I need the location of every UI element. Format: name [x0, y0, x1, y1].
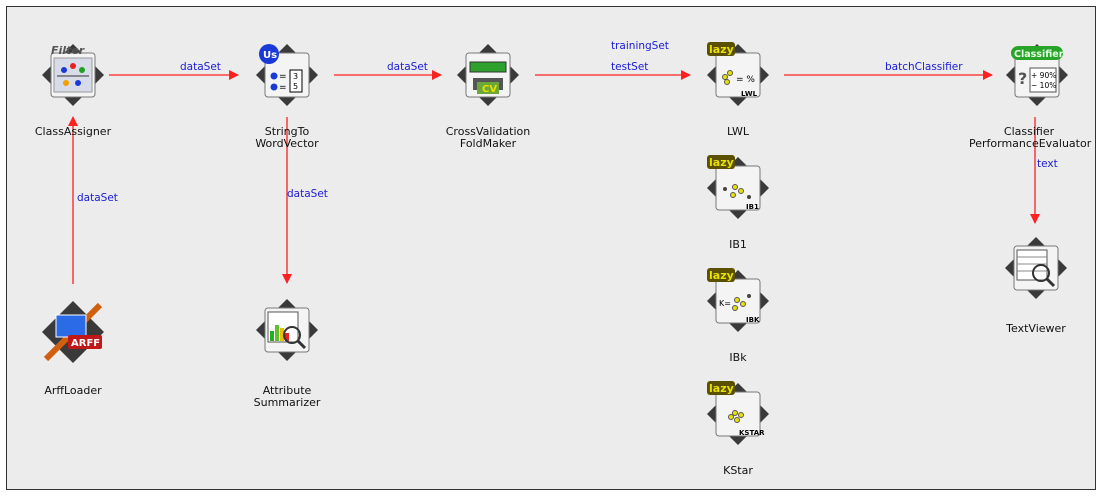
node-label-ib1: IB1: [729, 238, 747, 251]
connection-layer: [68, 70, 1040, 284]
cross-validation-icon: CV: [457, 44, 519, 106]
connection-label-dataset: dataSet: [180, 61, 221, 73]
lazy-badge: lazy: [709, 382, 734, 395]
arff-badge: ARFF: [71, 338, 100, 349]
arff-loader-icon: ARFF: [42, 301, 104, 363]
lazy-badge: lazy: [709, 269, 734, 282]
ib1-node[interactable]: lazy IB1: [703, 153, 773, 223]
classassigner-node[interactable]: Filter: [38, 40, 108, 110]
lwl-tag: LWL: [741, 90, 758, 98]
ib1-tag: IB1: [746, 203, 759, 211]
flow-canvas[interactable]: dataSet dataSet trainingSet testSet batc…: [6, 6, 1096, 490]
node-label-ibk: IBk: [729, 351, 747, 364]
node-label-kstar: KStar: [723, 464, 753, 477]
filter-icon: Filter: [42, 44, 104, 106]
kstar-tag: KSTAR: [739, 429, 765, 437]
classifier-badge: Classifier: [1014, 49, 1064, 60]
unsupervised-filter-icon: = = 35 Us: [256, 44, 318, 106]
node-label-line1: Classifier: [1003, 125, 1055, 138]
attribute-summarizer-icon: [256, 299, 318, 361]
node-label-line2: Summarizer: [253, 396, 321, 409]
connection-label-testset: testSet: [611, 61, 649, 73]
lazy-classifier-icon: = % lazy LWL: [707, 42, 769, 106]
attributesummarizer-node[interactable]: [252, 295, 322, 365]
textviewer-node[interactable]: [1001, 233, 1071, 303]
connection-label-dataset: dataSet: [77, 192, 118, 204]
node-label-attributesummarizer: Attribute Summarizer: [227, 385, 347, 409]
lazy-classifier-icon: lazy KSTAR: [707, 381, 769, 445]
lazy-classifier-icon: K= lazy IBK: [707, 268, 769, 332]
classifierperformanceevaluator-node[interactable]: ? + 90% − 10% Classifier: [1002, 40, 1072, 110]
lazy-badge: lazy: [709, 43, 734, 56]
svg-text:=: =: [279, 83, 287, 93]
node-label-line2: PerformanceEvaluator: [969, 137, 1092, 150]
unsupervised-badge: Us: [263, 50, 277, 61]
ibk-tag: IBK: [746, 316, 760, 324]
arffloader-node[interactable]: ARFF: [38, 297, 108, 367]
text-viewer-icon: [1005, 237, 1067, 299]
node-label-line1: StringTo: [264, 125, 310, 138]
node-label-line1: CrossValidation: [445, 125, 531, 138]
node-label-classifierperformanceevaluator: Classifier PerformanceEvaluator: [969, 125, 1092, 150]
node-label-arffloader: ArffLoader: [44, 384, 102, 397]
lazy-classifier-icon: lazy IB1: [707, 155, 769, 219]
connection-label-trainingset: trainingSet: [611, 40, 669, 52]
accuracy-incorrect: − 10%: [1031, 81, 1056, 90]
node-label-classassigner: ClassAssigner: [34, 125, 112, 138]
svg-text:?: ?: [1018, 69, 1027, 88]
node-label-line1: Attribute: [262, 384, 312, 397]
svg-text:3: 3: [293, 72, 298, 81]
connection-label-batchclassifier: batchClassifier: [885, 61, 963, 73]
kstar-node[interactable]: lazy KSTAR: [703, 379, 773, 449]
node-label-lwl: LWL: [726, 125, 750, 138]
svg-text:=: =: [279, 72, 287, 82]
accuracy-correct: + 90%: [1031, 71, 1056, 80]
lazy-badge: lazy: [709, 156, 734, 169]
lwl-node[interactable]: = % lazy LWL: [703, 40, 773, 110]
classifier-evaluator-icon: ? + 90% − 10% Classifier: [1006, 44, 1068, 106]
ibk-node[interactable]: K= lazy IBK: [703, 266, 773, 336]
connection-label-text: text: [1037, 158, 1058, 170]
node-label-stringtowordvector: StringTo WordVector: [227, 126, 347, 150]
connection-label-dataset: dataSet: [387, 61, 428, 73]
cv-badge: CV: [482, 84, 497, 95]
filter-badge: Filter: [51, 44, 85, 57]
node-label-crossvalidationfoldmaker: CrossValidation FoldMaker: [428, 126, 548, 150]
node-label-line2: FoldMaker: [459, 137, 517, 150]
connection-label-dataset: dataSet: [287, 188, 328, 200]
node-label-textviewer: TextViewer: [1006, 322, 1066, 335]
node-label-line2: WordVector: [255, 137, 319, 150]
svg-text:K=: K=: [719, 299, 731, 308]
crossvalidationfoldmaker-node[interactable]: CV: [453, 40, 523, 110]
svg-text:5: 5: [293, 82, 298, 91]
svg-text:= %: = %: [736, 75, 755, 85]
